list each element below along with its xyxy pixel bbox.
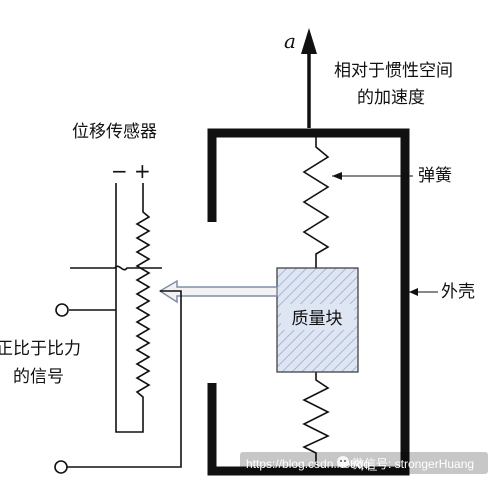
outer-shell [207,128,410,476]
upper-spring [302,137,330,268]
wechat-icon [337,456,349,468]
shell-leader [409,288,438,296]
acceleration-symbol: a [284,29,296,53]
watermark-account: 微信号: strongerHuang [352,457,474,471]
signal-label-line1: 正比于比力 [0,339,81,359]
signal-label-line2: 的信号 [13,367,64,387]
output-terminal-bottom [54,460,68,474]
pickoff-arrow [158,279,278,304]
spring-label: 弹簧 [418,166,452,186]
acceleration-label-line2: 的加速度 [357,88,425,108]
sensor-label: 位移传感器 [72,122,157,142]
spring-leader [332,172,413,180]
acceleration-label-line1: 相对于惯性空间 [334,61,453,81]
mass-label: 质量块 [292,309,343,329]
potentiometer-circuit [67,183,182,468]
mass-block [276,267,359,373]
watermark: https://blog.csdn.net/qq_ 微信号: strongerH… [240,452,488,474]
lower-spring [302,372,330,467]
plus-sign: + [134,159,151,183]
shell-label: 外壳 [441,282,475,302]
output-terminal-top [55,303,69,317]
acceleration-arrow [301,28,317,128]
minus-sign: − [111,159,128,183]
